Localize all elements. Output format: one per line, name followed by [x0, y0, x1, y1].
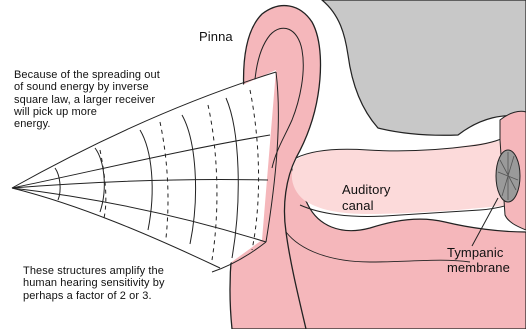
inverse-square-note: Because of the spreading out of sound en…: [14, 69, 214, 131]
tympanic-membrane-label: Tympanic membrane: [447, 246, 510, 276]
pinna-label: Pinna: [199, 30, 233, 43]
auditory-canal-label: Auditory canal: [342, 182, 391, 215]
amplification-note: These structures amplify the human heari…: [23, 265, 223, 302]
